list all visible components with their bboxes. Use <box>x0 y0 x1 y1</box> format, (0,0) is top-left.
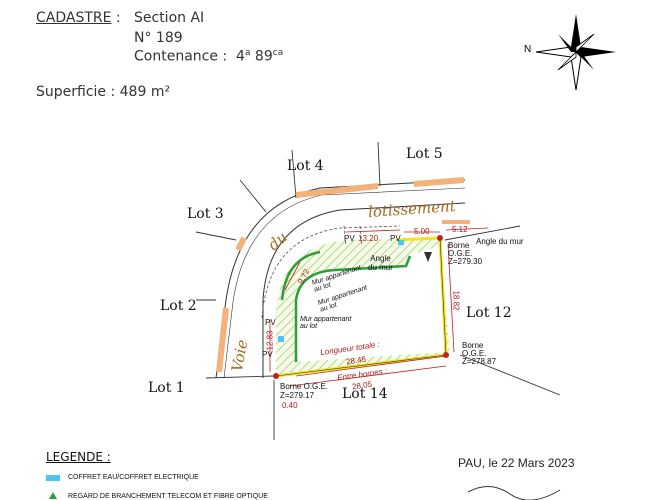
pv-label: PV <box>265 318 276 327</box>
borne-se-annotation: Borne O.G.E. Z=278.87 <box>462 341 497 366</box>
survey-markers <box>273 235 449 379</box>
dimension-lines <box>269 227 489 387</box>
angle-triangle-icon <box>424 252 432 262</box>
lot-12-label: Lot 12 <box>466 305 512 321</box>
dimension-5-12: 5.12 <box>452 225 468 234</box>
cadastre-label: CADASTRE : <box>36 10 121 26</box>
pv-label: PV <box>344 234 355 243</box>
lot-boundaries <box>195 141 561 440</box>
dimension-18-82: 18.82 <box>451 290 461 311</box>
parcel-interior <box>296 246 446 362</box>
signature-mark <box>467 486 561 500</box>
coffret-marker-icon <box>398 240 404 245</box>
legend-title: LEGENDE : <box>46 450 111 464</box>
coffret-marker-icon <box>278 336 284 342</box>
compass-n-mark: N <box>524 44 531 55</box>
contenance: Contenance : 4a 89ca <box>134 48 284 65</box>
lot-1-label: Lot 1 <box>148 380 185 396</box>
pv-label: PV <box>390 234 401 243</box>
borne-ne-annotation: Borne O.G.E. Z=279.30 <box>448 241 483 266</box>
angle-mur-outer: Angle du mur <box>476 237 524 246</box>
legend-item-water: COFFRET EAU/COFFRET ELECTRIQUE <box>68 474 199 481</box>
road-band <box>215 177 470 379</box>
lot-14-label: Lot 14 <box>342 386 388 402</box>
cadastre-number: N° 189 <box>134 30 183 46</box>
lot-4-label: Lot 4 <box>287 158 324 174</box>
dimension-12-83: 12.83 <box>265 330 275 351</box>
pv-label: PV <box>262 350 273 359</box>
dimension-0-40: 0.40 <box>282 401 298 410</box>
compass-rose-icon <box>535 14 616 91</box>
dimension-5-00: 5.00 <box>414 227 430 236</box>
place-date: PAU, le 22 Mars 2023 <box>458 456 575 470</box>
lot-5-label: Lot 5 <box>406 146 443 162</box>
legend-water-box-icon <box>46 475 60 481</box>
lot-2-label: Lot 2 <box>160 298 197 314</box>
superficie: Superficie : 489 m² <box>36 84 171 100</box>
borne-sw-annotation: Borne O.G.E. Z=279.17 <box>280 382 329 400</box>
cadastre-section: Section AI <box>134 10 205 26</box>
legend-item-telecom: REGARD DE BRANCHEMENT TELECOM ET FIBRE O… <box>68 493 268 500</box>
green-walls <box>280 250 412 362</box>
legend-telecom-icon <box>49 492 57 499</box>
dimension-13-20: 13.20 <box>358 234 379 243</box>
lot-3-label: Lot 3 <box>187 206 224 222</box>
